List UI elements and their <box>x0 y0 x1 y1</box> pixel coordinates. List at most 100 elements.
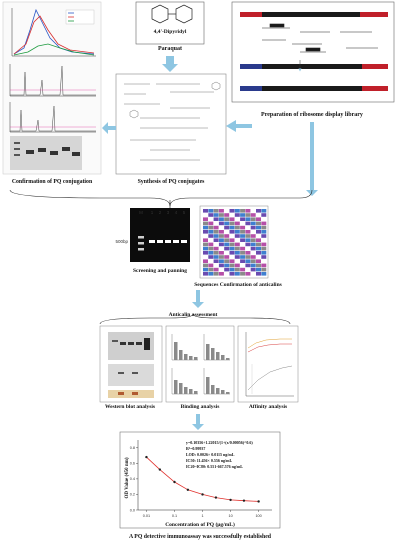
binding-bar <box>174 342 178 360</box>
chart-points <box>145 455 260 503</box>
alignment-cell <box>208 251 214 255</box>
alignment-cell <box>224 221 230 226</box>
y-tick-label: 0.0 <box>130 508 135 512</box>
alignment-cell <box>229 238 235 242</box>
binding-bar <box>189 389 193 394</box>
chart-axes <box>137 440 272 511</box>
molecule-title: Paraquat <box>158 46 182 52</box>
gel-lane-label-3: 3 <box>167 210 170 215</box>
binding-bar <box>221 390 225 394</box>
gel-lane-label-4: 4 <box>175 210 178 215</box>
alignment-cell <box>208 230 214 234</box>
alignment-cell <box>229 234 235 238</box>
alignment-cell <box>240 230 246 234</box>
synthesis-label: Synthesis of PQ conjugates <box>138 179 206 185</box>
alignment-cell <box>229 209 235 213</box>
alignment-cell <box>250 242 256 247</box>
alignment-cell <box>218 209 224 213</box>
alignment-cell <box>224 209 230 213</box>
alignment-cell <box>234 221 240 226</box>
alignment-cell <box>224 263 230 268</box>
dipyridyl-structure <box>151 4 193 24</box>
arrow-down-library <box>306 122 318 196</box>
alignment-cell <box>250 209 256 213</box>
alignment-cell <box>256 209 261 213</box>
alignment-cell <box>240 213 246 217</box>
alignment-cell <box>234 238 240 242</box>
y-tick-label: 0.8 <box>130 446 135 450</box>
binding-bar <box>211 385 215 394</box>
alignment-cell <box>245 238 251 242</box>
arrow-down-synthesis <box>162 56 178 72</box>
alignment-cell <box>261 217 267 221</box>
alignment-cell <box>250 263 256 268</box>
alignment-cell <box>218 272 224 276</box>
alignment-cell <box>213 213 219 217</box>
alignment-cell <box>261 255 267 259</box>
data-point <box>229 498 232 502</box>
alignment-cell <box>213 272 219 276</box>
library-construct-mid <box>240 64 388 69</box>
fit-equation: y=0.10356+1.22015/(1+(x/0.00056)^0.6) <box>186 440 253 445</box>
alignment-cell <box>203 251 208 255</box>
alignment-cell <box>256 213 261 217</box>
alignment-cell <box>208 242 214 247</box>
alignment-cell <box>218 255 224 259</box>
alignment-cell <box>261 263 267 268</box>
x-tick-label: 0.01 <box>143 514 150 518</box>
alignment-cell <box>245 263 251 268</box>
alignment-cell <box>229 251 235 255</box>
gel-lanes <box>138 236 187 251</box>
alignment-cell <box>245 272 251 276</box>
alignment-cell <box>256 255 261 259</box>
alignment-cell <box>213 251 219 255</box>
alignment-cell <box>218 230 224 234</box>
alignment-cell <box>229 213 235 217</box>
fit-stat-2: IC50: 11.456× 0.556 ng/mL <box>186 458 233 463</box>
alignment-cell <box>229 259 235 263</box>
alignment-cell <box>213 259 219 263</box>
alignment-cell <box>224 251 230 255</box>
alignment-cell <box>229 246 235 251</box>
alignment-cell <box>250 255 256 259</box>
library-panel <box>231 1 395 103</box>
binding-bar <box>184 387 188 394</box>
alignment-cell <box>256 251 261 255</box>
data-point <box>257 500 260 503</box>
data-point <box>145 455 148 459</box>
alignment-cell <box>218 225 224 230</box>
alignment-cell <box>250 230 256 234</box>
alignment-cell <box>245 209 251 213</box>
alignment-cell <box>261 242 267 247</box>
alignment-cell <box>240 242 246 247</box>
alignment-cell <box>250 259 256 263</box>
alignment-cell <box>218 242 224 247</box>
alignment-cell <box>245 217 251 221</box>
alignment-cell <box>218 234 224 238</box>
alignment-cell <box>208 272 214 276</box>
alignment-cell <box>256 221 261 226</box>
alignment-cell <box>240 234 246 238</box>
alignment-cell <box>203 230 208 234</box>
alignment-cell <box>240 263 246 268</box>
gel-lane-label-5: 5 <box>183 210 186 215</box>
ms-trace-2 <box>9 102 96 133</box>
alignment-cell <box>245 242 251 247</box>
alignment-cell <box>234 242 240 247</box>
binding-bar <box>226 358 230 360</box>
alignment-cell <box>261 251 267 255</box>
alignment-cell <box>203 238 208 242</box>
alignment-cell <box>240 251 246 255</box>
arrow-left-synthesis <box>226 120 252 132</box>
alignment-cell <box>256 263 261 268</box>
gel-size-marker: 500bp <box>115 239 128 244</box>
alignment-cell <box>234 246 240 251</box>
alignment-cell <box>218 213 224 217</box>
alignment-cell <box>234 234 240 238</box>
alignment-cell <box>213 267 219 272</box>
x-tick-label: 10 <box>228 514 232 518</box>
y-tick-label: 0.4 <box>130 477 135 481</box>
conjugation-label: Confirmation of PQ conjugation <box>12 179 93 185</box>
alignment-cell <box>229 267 235 272</box>
alignment-cell <box>261 209 267 213</box>
